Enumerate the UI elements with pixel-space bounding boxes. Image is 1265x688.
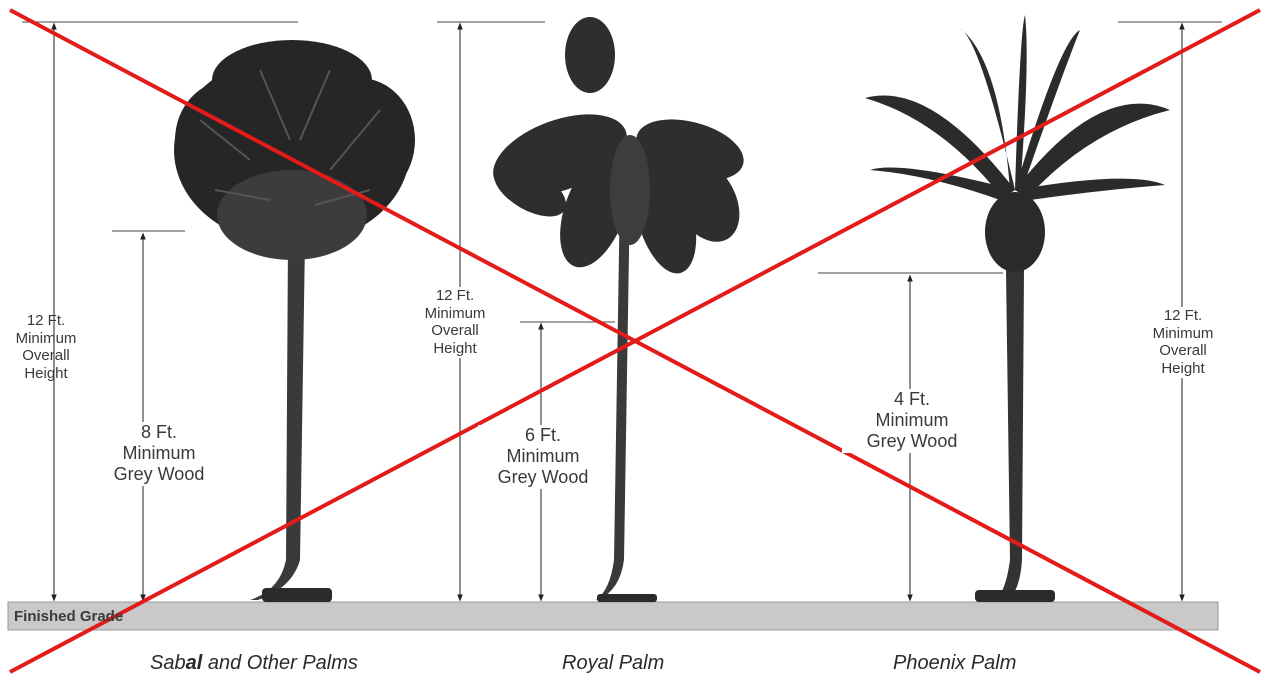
phoenix-overall-overall: Overall — [1133, 342, 1233, 360]
sabal-greywood-feet: 8 Ft. — [94, 422, 224, 443]
sabal-greywood-label: 8 Ft. Minimum Grey Wood — [94, 422, 224, 486]
royal-overall-minimum: Minimum — [405, 305, 505, 323]
phoenix-overall-height: Height — [1133, 360, 1233, 378]
phoenix-overall-label: 12 Ft. Minimum Overall Height — [1133, 307, 1233, 378]
sabal-overall-overall: Overall — [6, 347, 86, 365]
sabal-overall-label: 12 Ft. Minimum Overall Height — [6, 312, 86, 383]
sabal-caption-rest: and Other Palms — [202, 652, 358, 674]
phoenix-caption: Phoenix Palm — [893, 652, 1016, 675]
royal-overall-height: Height — [405, 340, 505, 358]
phoenix-overall-feet: 12 Ft. — [1133, 307, 1233, 325]
royal-caption: Royal Palm — [562, 652, 664, 675]
royal-overall-feet: 12 Ft. — [405, 287, 505, 305]
sabal-overall-minimum: Minimum — [6, 330, 86, 348]
royal-greywood-feet: 6 Ft. — [478, 425, 608, 446]
phoenix-palm-illustration — [865, 15, 1170, 602]
phoenix-greywood-text: Grey Wood — [842, 431, 982, 452]
sabal-greywood-minimum: Minimum — [94, 443, 224, 464]
phoenix-greywood-minimum: Minimum — [842, 410, 982, 431]
royal-overall-overall: Overall — [405, 322, 505, 340]
sabal-palm-illustration — [174, 40, 415, 602]
sabal-caption-part1: Sab — [150, 652, 186, 674]
sabal-overall-feet: 12 Ft. — [6, 312, 86, 330]
royal-overall-label: 12 Ft. Minimum Overall Height — [405, 287, 505, 358]
phoenix-greywood-label: 4 Ft. Minimum Grey Wood — [842, 389, 982, 453]
sabal-overall-height: Height — [6, 365, 86, 383]
sabal-caption: Sabal and Other Palms — [150, 652, 358, 675]
phoenix-greywood-feet: 4 Ft. — [842, 389, 982, 410]
sabal-caption-bold: al — [186, 652, 203, 674]
royal-greywood-label: 6 Ft. Minimum Grey Wood — [478, 425, 608, 489]
finished-grade-bar — [8, 602, 1218, 630]
royal-greywood-text: Grey Wood — [478, 467, 608, 488]
royal-palm-illustration — [482, 17, 753, 602]
sabal-greywood-text: Grey Wood — [94, 464, 224, 485]
royal-greywood-minimum: Minimum — [478, 446, 608, 467]
phoenix-overall-minimum: Minimum — [1133, 325, 1233, 343]
finished-grade-label: Finished Grade — [14, 608, 123, 625]
